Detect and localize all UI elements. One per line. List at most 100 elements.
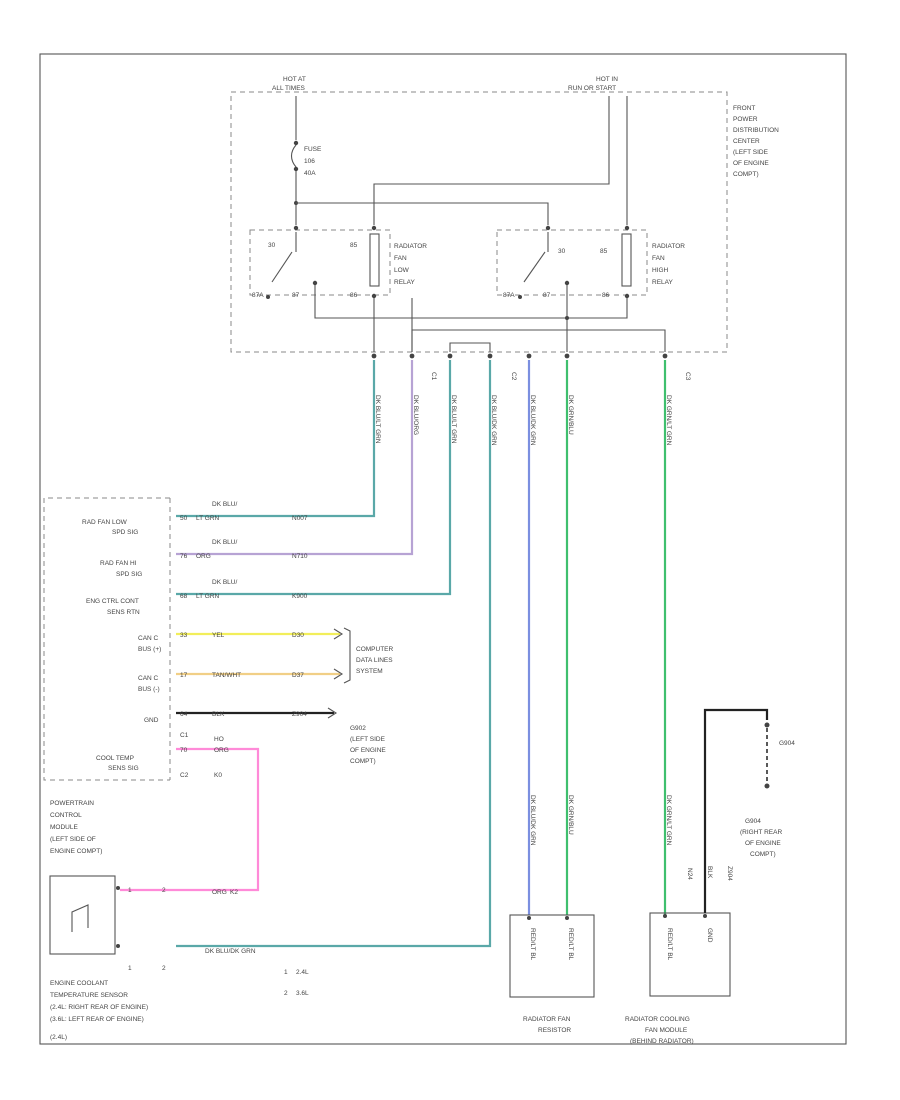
svg-text:D30: D30 [292,632,304,639]
data-lines-label: COMPUTER DATA LINES SYSTEM [356,646,395,675]
resistor-pin-1 [527,916,531,920]
svg-text:ORG: ORG [214,747,229,754]
ground-g902-label: G902 (LEFT SIDE OF ENGINE COMPT) [350,725,388,765]
svg-text:LT GRN: LT GRN [196,593,220,600]
resistor-pin-2 [565,916,569,920]
low-relay-pin-87: 87 [292,292,300,299]
wire-code-5b: DK BLU/DK GRN [529,795,536,846]
wire-g904-ground [703,708,769,913]
wire-code-7b: DK GRN/LT GRN [665,795,672,846]
low-relay-pin-30: 30 [268,242,276,249]
pcm-pin-row-gnd: GND 64 BLK Z904 [144,711,307,724]
ect-pin-num-1: 1 [128,887,132,894]
connector-code-c1: C1 [430,372,437,381]
data-lines-bracket [343,627,351,684]
svg-text:Z904: Z904 [292,711,307,718]
hot-run-start-label: HOT IN RUN OR START [568,76,620,92]
pcm-side-code-c1: C1 [180,732,189,739]
ect-wire1-color: ORG [212,889,227,896]
g904-tag: G904 [779,740,795,747]
fan-module-label: RADIATOR COOLING FAN MODULE (BEHIND RADI… [625,1016,694,1045]
svg-text:LT GRN: LT GRN [196,515,220,522]
relay-splice [565,316,569,320]
svg-text:D37: D37 [292,672,304,679]
wire-code-7: DK GRN/LT GRN [665,395,672,446]
svg-text:SPD SIG: SPD SIG [112,529,138,536]
low-relay-pin-87a: 87A [252,292,264,299]
svg-text:ORG: ORG [196,553,211,560]
radiator-fan-resistor-label: RADIATOR FAN RESISTOR [523,1016,572,1034]
pcm-side-code-c2: C2 [180,772,189,779]
pcm-pin-row-cool-temp: COOL TEMP SENS SIG 70 ORG [96,747,229,772]
relay-link-line [314,285,628,319]
resistor-pin-label-1: RED/LT BL [529,928,536,961]
low-relay-label: RADIATOR FAN LOW RELAY [394,243,429,286]
relay-bus-line [411,329,666,352]
pcm-box [43,497,170,781]
high-relay-pin-87a: 87A [503,292,515,299]
svg-text:ENG CTRL CONT: ENG CTRL CONT [86,598,139,605]
arrow-can-minus [333,668,344,680]
g904-terminal [764,722,770,728]
svg-text:2: 2 [284,990,288,997]
svg-text:50: 50 [180,515,188,522]
wire-code-6: DK GRN/BLU [567,395,574,435]
high-relay-label: RADIATOR FAN HIGH RELAY [652,243,687,286]
pcm-side-val-1: HO [214,736,224,743]
fan-module-pin-1 [663,914,667,918]
svg-text:N710: N710 [292,553,308,560]
svg-text:COOL TEMP: COOL TEMP [96,755,134,762]
wire-code-4: DK BLU/DK GRN [490,395,497,446]
svg-text:DK BLU/: DK BLU/ [212,579,237,586]
svg-text:SENS SIG: SENS SIG [108,765,139,772]
relay-loop-line [449,342,491,352]
wire-code-6b: DK GRN/BLU [567,795,574,835]
pdc-label: FRONT POWER DISTRIBUTION CENTER (LEFT SI… [733,105,781,178]
fan-module-pin-label-2: GND [706,928,713,943]
radiator-fan-low-relay: 30 85 87A 87 86 [249,225,391,299]
svg-text:DK BLU/: DK BLU/ [212,501,237,508]
fuse-symbol [290,144,297,168]
pcm-pin-row-can-plus: CAN C BUS (+) 33 YEL D30 [138,632,304,653]
svg-text:17: 17 [180,672,188,679]
pdc-connector-row [371,353,668,359]
pcm-pin-row-can-minus: CAN C BUS (-) 17 TAN/WHT D37 [138,672,304,693]
pcm-pin-row-low: RAD FAN LOW SPD SIG 50 DK BLU/ LT GRN N0… [82,501,308,536]
svg-text:3.6L: 3.6L [296,990,309,997]
wire-low-speed [176,360,376,518]
ect-pin-2 [116,944,120,948]
module-wire-blk: BLK [706,866,713,879]
svg-text:GND: GND [144,717,159,724]
module-wire-n24: N24 [686,868,693,880]
svg-text:RAD FAN HI: RAD FAN HI [100,560,137,567]
svg-text:64: 64 [180,711,188,718]
svg-text:BLK: BLK [212,711,225,718]
resistor-pin-label-2: RED/LT BL [567,928,574,961]
diagram-border [39,53,847,1045]
arrow-can-plus [333,628,344,640]
ect-pin-1 [116,886,120,890]
pcm-label: POWERTRAIN CONTROL MODULE (LEFT SIDE OF … [50,800,102,855]
radiator-fan-high-relay: 30 85 87A 87 86 [496,225,648,299]
ect-pin-bottom-1: 1 [128,965,132,972]
fuse-terminal-bottom [293,166,299,172]
svg-text:33: 33 [180,632,188,639]
svg-text:SPD SIG: SPD SIG [116,571,142,578]
wire-sens-rtn [176,360,452,596]
svg-text:DK BLU/: DK BLU/ [212,539,237,546]
ground-g904-label: G904 (RIGHT REAR OF ENGINE COMPT) [740,818,784,858]
high-relay-pin-87: 87 [543,292,551,299]
wire-code-2: DK BLU/ORG [412,395,419,435]
wire-ect-signal [120,747,260,892]
wire-code-1: DK BLU/LT GRN [374,395,381,444]
svg-text:2.4L: 2.4L [296,969,309,976]
svg-text:SENS RTN: SENS RTN [107,609,140,616]
radiator-fan-resistor-box [509,914,595,998]
fuse-terminal-top [293,140,299,146]
svg-text:BUS (-): BUS (-) [138,686,160,693]
fan-module-pin-label-1: RED/LT BL [666,928,673,961]
ect-thermistor-symbol [71,904,89,932]
pdc-box [230,91,728,353]
low-relay-pin-85: 85 [350,242,358,249]
